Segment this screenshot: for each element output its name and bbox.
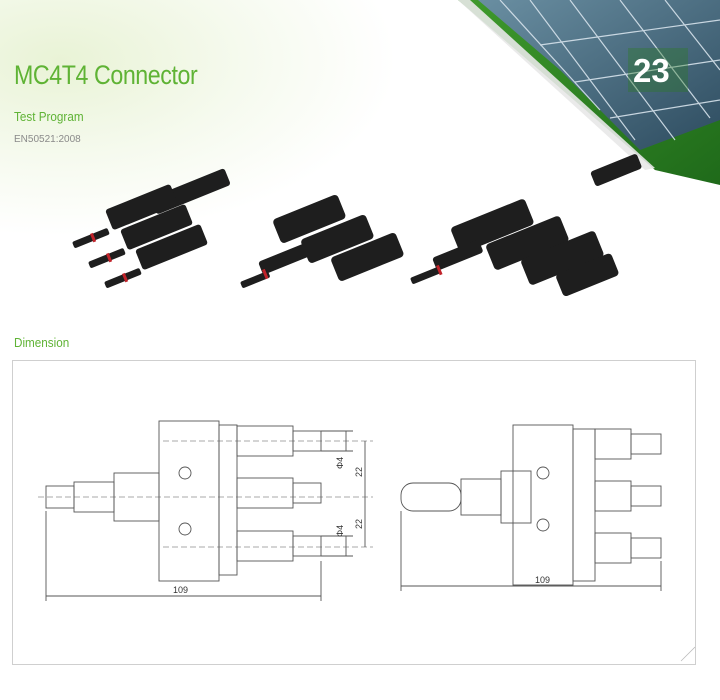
connector-photos: [72, 154, 642, 297]
connector-photo-2: [240, 194, 404, 288]
connector-photo-3: [410, 154, 642, 297]
connector-photo-1: [72, 168, 231, 288]
page-subtitle: Test Program: [14, 109, 84, 124]
left-drawing: [38, 420, 373, 601]
left-pin-diameter-bottom: Φ4: [335, 525, 345, 537]
left-pitch-bottom: 22: [354, 519, 364, 529]
standard-code: EN50521:2008: [14, 134, 81, 145]
left-pin-diameter-top: Φ4: [335, 457, 345, 469]
right-length-label: 109: [535, 575, 550, 585]
left-length-label: 109: [173, 585, 188, 595]
page-title: MC4T4 Connector: [14, 60, 198, 90]
dimension-drawing-frame: 109 Φ4 Φ4 22 22 109: [12, 360, 696, 665]
left-pitch-top: 22: [354, 467, 364, 477]
right-drawing: [400, 424, 662, 591]
solar-panel-graphic: [458, 0, 720, 185]
section-dimension-title: Dimension: [14, 335, 70, 350]
page-number: 23: [633, 52, 670, 89]
dimension-drawing: 109 Φ4 Φ4 22 22 109: [38, 420, 695, 662]
